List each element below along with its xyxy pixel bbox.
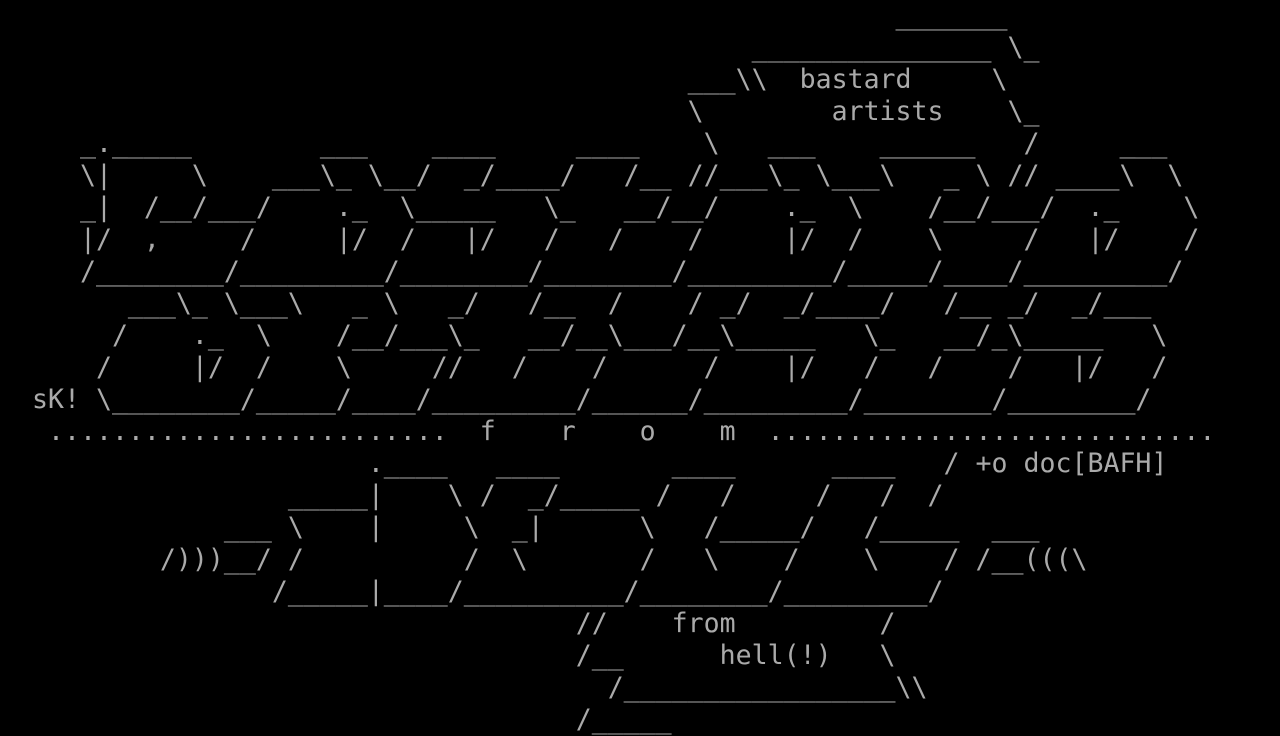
ascii-line-bastard: ___\\ bastard \: [0, 64, 1008, 95]
ascii-line-logo: |/ , / |/ / |/ / / / |/ / \ / |/ /: [0, 224, 1200, 255]
ascii-line-credit: .____ ____ ____ ____ / +o doc[BAFH]: [0, 448, 1168, 479]
ascii-line-logo: _| /__/___/ ._ \_____ \_ __/__/ ._ \ /__…: [0, 192, 1200, 223]
ascii-line-hell: /__ hell(!) \: [0, 640, 896, 671]
ascii-line-logo: / ._ \ /__/___\_ __/__\___/__\_____ \_ _…: [0, 320, 1168, 351]
ascii-line-logo: /________/_________/________/________/__…: [0, 256, 1184, 287]
ascii-line-logo: ___\_ \___\ _ \ _/ /__ / / _/ _/____/ /_…: [0, 288, 1152, 319]
ascii-line-logo: / |/ / \ // / / / |/ / / / |/ /: [0, 352, 1168, 383]
ascii-line-top-banner: _______: [0, 0, 1008, 31]
ascii-line-from-divider: ......................... f r o m ......…: [0, 416, 1216, 447]
ascii-line-bottom-banner: /_____: [0, 704, 672, 735]
ascii-line-lower-logo: ___ \ | \ _| \ /_____/ /_____ ___: [0, 512, 1040, 543]
ascii-line-from: // from /: [0, 608, 896, 639]
ascii-line-banner: _______________ \_: [0, 32, 1040, 63]
ascii-line-logo: \| \ ___\_ \__/ _/____/ /__ //___\_ \___…: [0, 160, 1184, 191]
ascii-line-bottom-banner: /_________________\\: [0, 672, 928, 703]
ascii-line-signature: sK! \________/_____/____/_________/_____…: [0, 384, 1152, 415]
ascii-line-lower-logo: _____| \ / _/_____ / / / / /: [0, 480, 944, 511]
ascii-line-lower-logo: /)))__/ / / \ / \ / \ / /__(((\: [0, 544, 1088, 575]
ascii-line-artists: \ artists \_: [0, 96, 1040, 127]
ascii-line-lower-logo: /_____|____/__________/________/________…: [0, 576, 944, 607]
ascii-line-logo: _._____ ___ ____ ____ \ ___ ______ / ___: [0, 128, 1168, 159]
